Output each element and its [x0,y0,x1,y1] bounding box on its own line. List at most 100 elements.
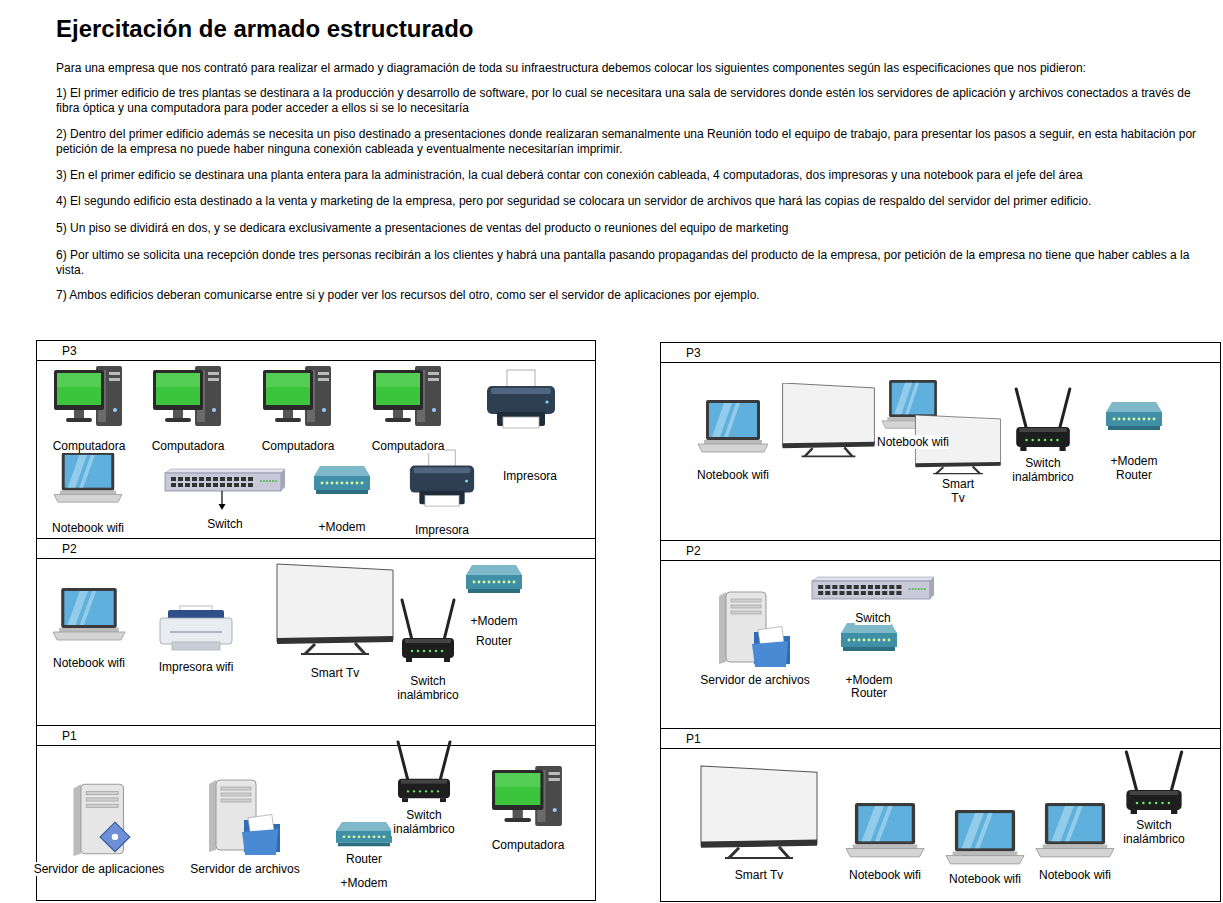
icon-part [1130,791,1179,795]
device-caption: Servidor de aplicaciones [34,862,165,876]
icon-part [185,483,190,487]
icon-part [858,806,911,841]
icon-part [465,479,468,482]
device-caption: +Modem Router [843,674,895,700]
icon-part [1019,428,1066,432]
icon-part [383,836,386,838]
icon-part [861,585,866,589]
icon-part [812,581,930,599]
icon-part [406,658,412,662]
floor-name: P1 [37,727,77,746]
icon-part [553,808,557,812]
icon-part [423,650,425,652]
device-icon [946,810,1024,868]
icon-part [170,632,222,633]
icon-part [1048,806,1101,841]
device-caption: +Modem Router [1108,454,1160,482]
icon-part [73,784,80,856]
icon-part [704,440,762,444]
requirement-text: 1) El primer edificio de tres plantas se… [56,86,1206,116]
icon-part [955,810,1015,851]
icon-part [468,589,520,593]
icon-part [431,790,433,792]
icon-part [165,418,191,422]
requirement-text: 2) Dentro del primer edificio además se … [56,127,1206,157]
device: Servidor de archivos [698,588,812,684]
caption-wrap: +Modem [340,873,387,891]
icon-part [495,773,540,805]
icon-part [1025,439,1027,441]
icon-part [378,836,381,838]
floor-name: P1 [661,730,701,749]
icon-part [227,483,232,487]
device-icon [485,370,557,432]
icon-part [62,452,114,491]
device: Notebook wifi [50,452,127,532]
icon-part [1161,802,1164,804]
floor-band: P3Notebook wifiNotebook wifiSmart TvSwit… [660,342,1221,541]
icon-part [975,813,993,848]
icon-part [316,490,368,494]
icon-part [322,408,326,412]
icon-part [160,618,232,644]
icon-part [112,834,118,840]
device-caption: Servidor de archivos [190,862,299,876]
device-caption: Notebook wifi [877,435,949,449]
floor-header: P3 [37,341,595,361]
caption-wrap: Computadora [53,436,126,454]
device-icon [1120,750,1188,816]
icon-part [79,455,95,488]
caption-wrap: Computadora [492,835,565,853]
paragraph-wrap: Para una empresa que nos contrató para r… [56,61,1206,76]
icon-part [1128,418,1131,421]
device: Computadora [150,364,227,450]
icon-part [487,386,555,414]
device-caption: Computadora [372,439,445,453]
icon-part [66,418,92,422]
icon-part [234,477,239,481]
icon-part [466,575,522,589]
requirement-text: 5) Un piso se dividirá en dos, y se dedi… [56,221,1206,236]
device: Smart Tv [912,415,1004,505]
icon-part [64,591,113,625]
requirement-text: 4) El segundo edificio esta destinado a … [56,194,1206,209]
icon-part [242,829,278,855]
floor-header: P3 [661,343,1220,363]
icon-part [178,477,183,481]
icon-part [854,591,859,595]
icon-part [326,482,329,485]
icon-part [488,581,491,584]
icon-part [725,857,793,859]
floor-band: P1Servidor de aplicaciones Servidor de ar… [36,725,596,901]
tv-bezel [783,442,875,449]
icon-part [331,482,334,485]
icon-part [839,591,844,595]
device-icon [396,598,460,664]
icon-part [440,798,446,802]
icon-part [724,403,740,437]
caption-wrap: Impresora [503,466,557,484]
icon-part [227,477,232,481]
icon-part [853,639,856,642]
icon-part [361,482,364,485]
icon-part [924,588,926,590]
icon-part [889,585,894,589]
icon-part [411,650,413,652]
icon-part [208,372,219,375]
device-caption: Smart Tv [735,868,783,882]
icon-part [909,588,911,590]
device: Computadora [370,364,447,450]
icon-part [212,408,216,412]
device: Router+Modem [334,822,394,887]
icon-part [156,373,200,387]
device-icon [54,452,122,506]
device-caption: Switch inalámbrico [1010,456,1076,484]
icon-part [109,372,120,375]
device-caption: Impresora [415,523,469,537]
device-caption: Notebook wifi [849,868,921,882]
caption-wrap: Switch inalámbrico [391,808,457,837]
device-caption: Notebook wifi [52,521,124,535]
icon-part [275,418,301,422]
icon-part [1044,439,1046,441]
icon-part [1113,418,1116,421]
